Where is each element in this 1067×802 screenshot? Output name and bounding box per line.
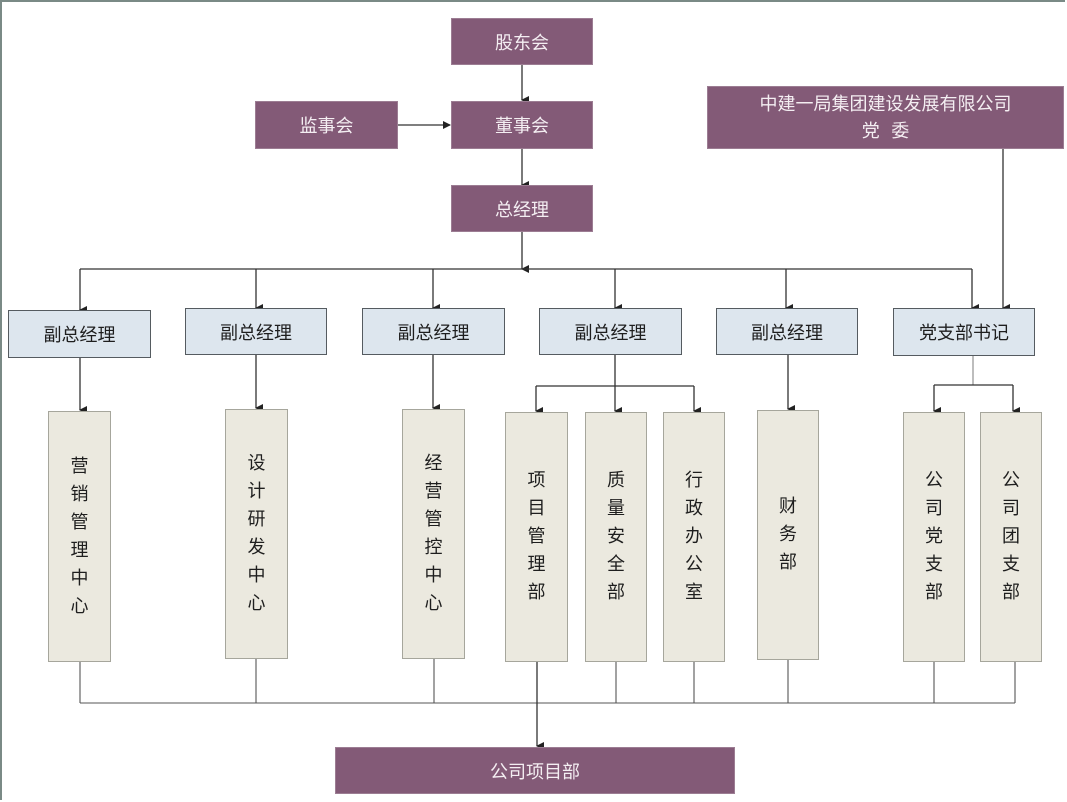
dept-label: 质量安全部 (607, 467, 625, 607)
dept-label-char: 管 (424, 509, 443, 530)
supervisors-box[interactable]: 监事会 (255, 101, 398, 149)
dept-label-char: 安 (607, 526, 625, 547)
party-committee-box[interactable]: 中建一局集团建设发展有限公司 党 委 (707, 86, 1064, 149)
deputy-gm-box-4[interactable]: 副总经理 (539, 308, 682, 355)
dept-label-char: 经 (424, 453, 443, 474)
dept-label-char: 党 (925, 526, 943, 547)
dept-label-char: 计 (247, 481, 266, 502)
dept-label-char: 心 (424, 593, 443, 614)
deputy-gm-box-5[interactable]: 副总经理 (716, 308, 858, 355)
deputy-gm-box-1[interactable]: 副总经理 (8, 310, 151, 358)
dept-label-char: 项 (527, 470, 546, 491)
board-label: 董事会 (495, 116, 549, 137)
dept-label-char: 全 (607, 554, 625, 575)
dept-label-char: 司 (925, 498, 943, 519)
dept-label-char: 公 (1002, 470, 1020, 491)
board-box[interactable]: 董事会 (451, 101, 593, 149)
dept-label-char: 理 (70, 539, 89, 561)
dept-label: 设计研发中心 (248, 450, 266, 618)
dept-label-char: 支 (1002, 554, 1020, 575)
dept-design-research[interactable]: 设计研发中心 (225, 409, 288, 659)
shareholders-label: 股东会 (495, 32, 549, 54)
dept-label-char: 质 (607, 470, 625, 491)
dept-label-char: 行 (685, 470, 703, 491)
deputy-gm-label: 副总经理 (574, 322, 647, 344)
party-secretary-box[interactable]: 党支部书记 (893, 308, 1035, 356)
dept-label-char: 司 (1002, 498, 1020, 519)
dept-label-char: 中 (247, 565, 266, 586)
dept-quality-safety[interactable]: 质量安全部 (585, 412, 647, 662)
dept-label: 财务部 (779, 493, 797, 577)
deputy-gm-box-3[interactable]: 副总经理 (362, 308, 505, 355)
party-committee-title-label: 党 委 (861, 120, 910, 142)
deputy-gm-label: 副总经理 (751, 322, 823, 344)
dept-label-char: 研 (247, 509, 266, 530)
dept-label-char: 政 (685, 498, 703, 519)
dept-label: 公司党支部 (925, 467, 943, 607)
dept-youth-league-branch[interactable]: 公司团支部 (980, 412, 1042, 662)
dept-label-char: 部 (527, 582, 546, 603)
dept-label-char: 务 (779, 524, 797, 545)
dept-label-char: 办 (685, 526, 703, 547)
dept-label-char: 部 (607, 582, 625, 603)
dept-label-char: 心 (70, 595, 89, 617)
party-committee-org-label: 中建一局集团建设发展有限公司 (759, 93, 1012, 115)
dept-label-char: 部 (1002, 582, 1020, 603)
dept-label-char: 管 (527, 526, 546, 547)
shareholders-box[interactable]: 股东会 (451, 18, 593, 65)
dept-admin-office[interactable]: 行政办公室 (663, 412, 725, 662)
dept-finance[interactable]: 财务部 (757, 410, 819, 660)
dept-label-char: 团 (1002, 526, 1020, 547)
deputy-gm-label: 副总经理 (220, 322, 292, 344)
dept-label-char: 公 (685, 554, 703, 575)
deputy-gm-box-2[interactable]: 副总经理 (185, 308, 327, 355)
dept-label-char: 控 (424, 537, 443, 558)
dept-label-char: 理 (527, 554, 546, 575)
dept-label-char: 管 (70, 511, 89, 533)
dept-label: 项目管理部 (528, 467, 546, 607)
general-manager-box[interactable]: 总经理 (451, 185, 593, 232)
dept-label-char: 公 (925, 470, 943, 491)
dept-label-char: 支 (925, 554, 943, 575)
dept-label: 经营管控中心 (425, 450, 443, 618)
supervisors-label: 监事会 (299, 116, 354, 137)
dept-label-char: 营 (70, 455, 89, 477)
dept-label-char: 发 (247, 537, 266, 558)
dept-marketing-management[interactable]: 营销管理中心 (48, 411, 111, 662)
dept-label-char: 中 (424, 565, 443, 586)
dept-label-char: 部 (779, 552, 797, 573)
dept-label-char: 中 (70, 567, 89, 589)
dept-party-branch[interactable]: 公司党支部 (903, 412, 965, 662)
deputy-gm-label: 副总经理 (43, 325, 116, 346)
dept-label-char: 财 (779, 496, 797, 517)
dept-label-char: 量 (607, 498, 625, 519)
project-dept-label: 公司项目部 (490, 761, 580, 783)
dept-label-char: 室 (685, 582, 703, 603)
dept-label-char: 心 (247, 593, 266, 614)
party-secretary-label: 党支部书记 (919, 323, 1009, 344)
general-manager-label: 总经理 (495, 199, 549, 221)
dept-label-char: 部 (925, 582, 943, 603)
deputy-gm-label: 副总经理 (397, 322, 470, 344)
dept-label-char: 设 (247, 453, 266, 474)
dept-label-char: 营 (424, 481, 443, 502)
dept-project-management[interactable]: 项目管理部 (505, 412, 568, 662)
dept-label: 行政办公室 (685, 467, 703, 607)
dept-operation-control[interactable]: 经营管控中心 (402, 409, 465, 659)
dept-label-char: 目 (527, 498, 546, 519)
dept-label-char: 销 (70, 483, 89, 505)
project-dept-box[interactable]: 公司项目部 (335, 747, 735, 794)
dept-label: 营销管理中心 (71, 453, 89, 621)
dept-label: 公司团支部 (1002, 467, 1020, 607)
